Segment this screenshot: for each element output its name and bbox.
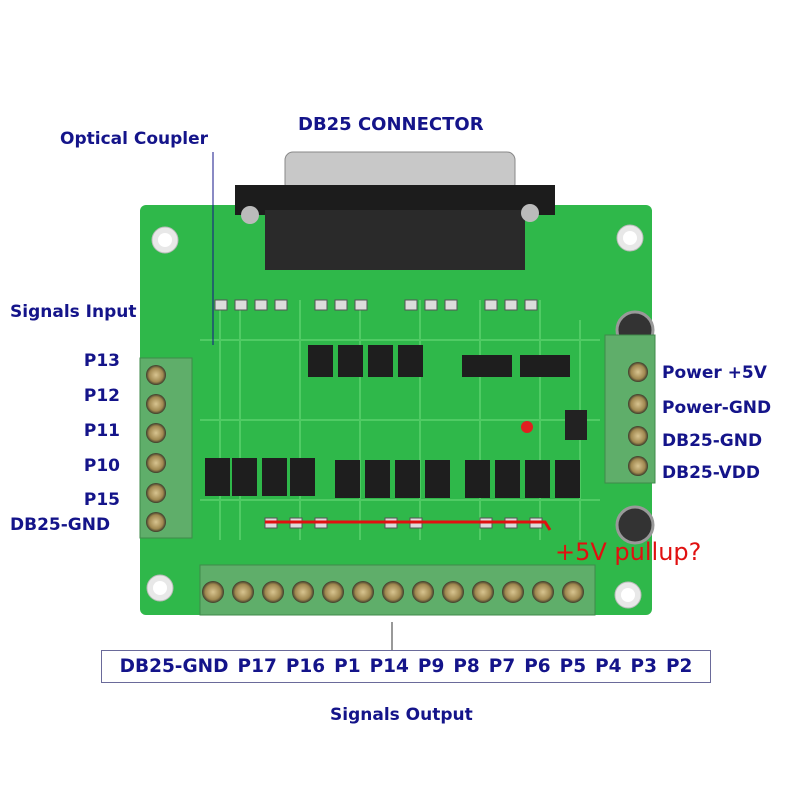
jumper	[565, 410, 587, 440]
input-pin-label: P10	[83, 456, 120, 476]
optical-coupler-label: Optical Coupler	[60, 129, 209, 149]
input-pin-label: P13	[83, 351, 120, 371]
output-terminal-screws	[202, 581, 584, 603]
db25-connector-label: DB25 CONNECTOR	[298, 114, 484, 135]
output-pin-label: P7	[488, 656, 516, 677]
power-pin-label: Power-GND	[662, 398, 772, 418]
output-pin-legend: DB25-GND P17 P16 P1 P14 P9 P8 P7 P6 P5 P…	[101, 650, 711, 683]
led	[521, 421, 533, 433]
output-pin-label: P9	[417, 656, 445, 677]
pullup-note: +5V pullup?	[555, 538, 702, 566]
output-pin-label: P6	[524, 656, 551, 677]
power-pin-label: DB25-VDD	[662, 463, 760, 483]
signals-output-label: Signals Output	[330, 705, 473, 725]
input-terminal-screws	[146, 365, 166, 532]
power-pin-label: DB25-GND	[662, 431, 763, 451]
input-pin-label: P15	[83, 490, 120, 510]
output-pin-label: P4	[595, 656, 622, 677]
mounting-hole-centers	[153, 231, 637, 602]
output-pin-label: P17	[237, 656, 277, 677]
input-pin-label: P11	[83, 421, 120, 441]
input-pin-label: DB25-GND	[10, 515, 111, 535]
output-pin-label: P14	[369, 656, 409, 677]
optocouplers	[205, 345, 580, 498]
output-pin-label: P5	[559, 656, 587, 677]
traces	[200, 300, 600, 540]
power-pin-label: Power +5V	[662, 363, 767, 383]
output-pin-label: P2	[665, 656, 693, 677]
output-pin-label: P1	[334, 656, 361, 677]
signals-input-label: Signals Input	[10, 302, 137, 322]
pcb	[140, 205, 652, 615]
input-terminal-block	[139, 357, 193, 539]
output-pin-label: P16	[285, 656, 326, 677]
output-pin-label: DB25-GND	[119, 656, 229, 677]
output-pin-label: P8	[453, 656, 480, 677]
db25-connector	[235, 151, 555, 270]
power-terminal-screws	[628, 362, 648, 476]
input-pin-label: P12	[83, 386, 120, 406]
mounting-holes	[146, 224, 644, 609]
pullup-trace-highlight	[265, 520, 552, 531]
output-pin-label: P3	[630, 656, 657, 677]
